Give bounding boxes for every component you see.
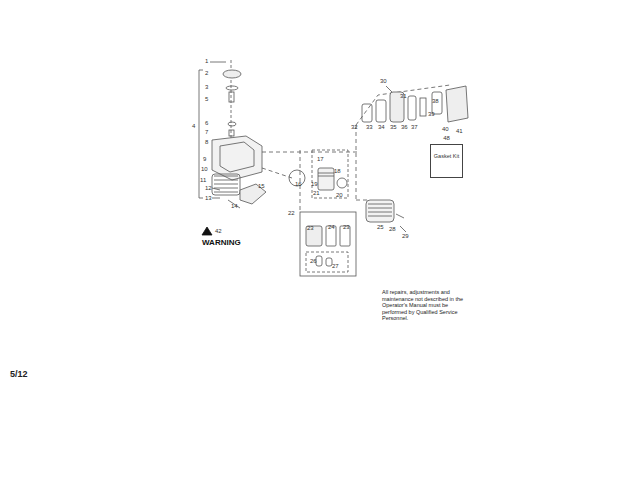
callout-number: 20: [336, 192, 343, 198]
callout-number: 39: [428, 111, 435, 117]
callout-number: 31: [400, 93, 407, 99]
callout-number: 38: [432, 98, 439, 104]
callout-number: 19: [311, 181, 318, 187]
callout-number: 25: [377, 224, 384, 230]
muffler-cover: [446, 86, 468, 122]
fuel-cap: [223, 70, 241, 78]
callout-number: 14: [231, 203, 238, 209]
warning-symbol: [202, 227, 212, 235]
callout-number: 1: [205, 58, 208, 64]
callout-number: 34: [378, 124, 385, 130]
callout-number: 4: [192, 123, 195, 129]
crankshaft: [240, 184, 266, 204]
callout-number: 17: [317, 156, 324, 162]
callout-number: 30: [380, 78, 387, 84]
callout-number: 7: [205, 129, 208, 135]
callout-number: 35: [390, 124, 397, 130]
callout-number: 23: [343, 224, 350, 230]
callout-number: 15: [258, 183, 265, 189]
callout-number: 3: [205, 84, 208, 90]
kit-box: 48Gasket Kit: [430, 144, 463, 178]
callout-number: 40: [442, 126, 449, 132]
callout-number: 8: [205, 139, 208, 145]
callout-number: 10: [201, 166, 208, 172]
callout-number: 21: [313, 190, 320, 196]
page-number: 5/12: [10, 370, 28, 379]
warning-heading: WARNING: [202, 239, 241, 247]
callout-number: 48: [431, 135, 462, 141]
callout-number: 16: [295, 181, 302, 187]
callout-number: 41: [456, 128, 463, 134]
callout-number: 6: [205, 120, 208, 126]
piston-ring: [289, 170, 305, 186]
callout-number: 33: [366, 124, 373, 130]
callout-number: 37: [411, 124, 418, 130]
callout-number: 26: [310, 258, 317, 264]
callout-number: 32: [351, 124, 358, 130]
group-bracket: [199, 70, 200, 198]
warning-note: All repairs, adjustments and maintenance…: [382, 289, 474, 322]
callout-number: 27: [332, 263, 339, 269]
callout-number: 11: [200, 177, 206, 183]
callout-number: 36: [401, 124, 408, 130]
kit-label: Gasket Kit: [431, 145, 462, 168]
crankcase: [212, 136, 262, 180]
callout-number: 24: [328, 224, 335, 230]
callout-number: 13: [205, 195, 212, 201]
callout-number: 5: [205, 96, 208, 102]
group-box: [300, 212, 356, 276]
callout-number: 22: [288, 210, 295, 216]
callout-number: 28: [389, 226, 396, 232]
callout-number: 9: [203, 156, 206, 162]
callout-number: 29: [402, 233, 409, 239]
callout-number: 12: [205, 185, 212, 191]
callout-number: 42: [215, 228, 222, 234]
callout-number: 2: [205, 70, 208, 76]
cylinder: [366, 200, 394, 222]
callout-number: 18: [334, 168, 341, 174]
piston: [318, 168, 334, 190]
callout-number: 23: [307, 225, 314, 231]
